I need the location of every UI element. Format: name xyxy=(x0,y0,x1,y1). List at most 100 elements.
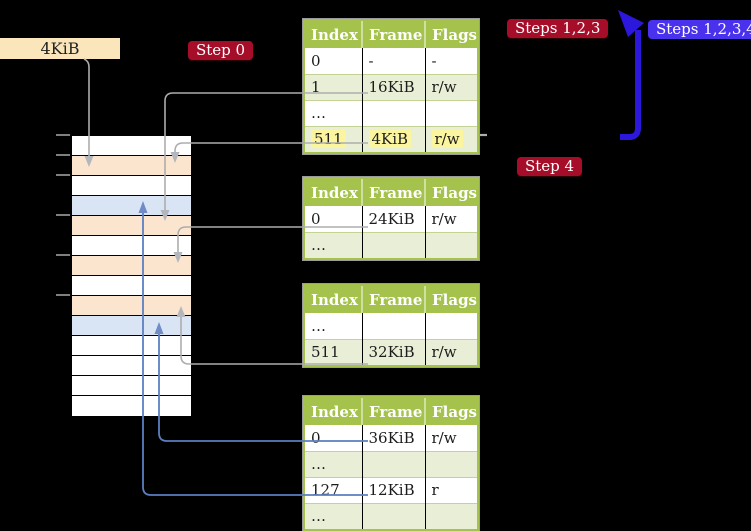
table-cell: … xyxy=(305,231,362,258)
table-cell: 12KiB xyxy=(361,476,425,503)
table-cell: … xyxy=(305,99,362,126)
table-cell: 511 xyxy=(305,125,362,152)
address-tick xyxy=(56,154,70,156)
physical-memory xyxy=(71,135,192,417)
column-header: Frame xyxy=(361,21,425,48)
table-cell: 0 xyxy=(305,206,362,232)
highlighted-value: r/w xyxy=(431,130,463,149)
address-tick xyxy=(56,134,70,136)
column-header: Flags xyxy=(424,286,477,313)
memory-frame-row xyxy=(72,256,191,276)
table-row: 511 4KiB r/w xyxy=(305,125,477,152)
column-header: Index xyxy=(305,179,362,206)
memory-frame-row xyxy=(72,216,191,236)
step4-badge: Step 4 xyxy=(517,157,583,176)
table-cell xyxy=(361,231,425,258)
steps1234-badge: Steps 1,2,3,4 xyxy=(648,20,751,39)
table-cell xyxy=(361,502,425,529)
memory-frame-row xyxy=(72,276,191,296)
table-cell: … xyxy=(305,313,362,339)
steps-loop-arrow xyxy=(620,30,641,140)
table-cell: 511 xyxy=(305,338,362,365)
memory-frame-row xyxy=(72,356,191,376)
steps123-badge: Steps 1,2,3 xyxy=(507,19,609,38)
memory-frame-row xyxy=(72,376,191,396)
table-row: … xyxy=(305,313,477,339)
address-tick xyxy=(56,214,70,216)
table-cell: r/w xyxy=(424,73,477,100)
memory-frame-row xyxy=(72,396,191,416)
table-cell xyxy=(361,450,425,477)
table-cell: - xyxy=(361,48,425,74)
column-header: Index xyxy=(305,21,362,48)
address-tick xyxy=(56,294,70,296)
table-cell xyxy=(424,231,477,258)
table-cell xyxy=(361,99,425,126)
table-cell: 36KiB xyxy=(361,425,425,451)
table-cell xyxy=(361,313,425,339)
column-header: Flags xyxy=(424,21,477,48)
table-cell: … xyxy=(305,450,362,477)
column-header: Frame xyxy=(361,286,425,313)
column-header: Index xyxy=(305,398,362,425)
memory-frame-row xyxy=(72,136,191,156)
table-cell: 4KiB xyxy=(361,125,425,152)
frame-size-label: 4KiB xyxy=(0,38,120,59)
table-cell xyxy=(424,450,477,477)
table-cell: 0 xyxy=(305,48,362,74)
table-row: … xyxy=(305,231,477,258)
table-cell: 1 xyxy=(305,73,362,100)
address-tick xyxy=(56,174,70,176)
table-cell: … xyxy=(305,502,362,529)
table-cell: r/w xyxy=(424,338,477,365)
table-cell: - xyxy=(424,48,477,74)
highlighted-value: 4KiB xyxy=(368,130,412,149)
table-cell: 127 xyxy=(305,476,362,503)
arrow-up-left-icon xyxy=(618,10,644,37)
memory-frame-row xyxy=(72,196,191,216)
column-header: Index xyxy=(305,286,362,313)
table-cell: r xyxy=(424,476,477,503)
memory-frame-row xyxy=(72,336,191,356)
table-row: … xyxy=(305,502,477,529)
highlighted-value: 511 xyxy=(311,130,346,149)
memory-frame-row xyxy=(72,296,191,316)
table-cell: 32KiB xyxy=(361,338,425,365)
table-row: 0-- xyxy=(305,48,477,74)
table-cell xyxy=(424,313,477,339)
memory-frame-row xyxy=(72,176,191,196)
table-cell: 0 xyxy=(305,425,362,451)
column-header: Frame xyxy=(361,398,425,425)
column-header: Flags xyxy=(424,398,477,425)
memory-frame-row xyxy=(72,156,191,176)
table-row: … xyxy=(305,450,477,477)
memory-frame-row xyxy=(72,316,191,336)
table-cell: 24KiB xyxy=(361,206,425,232)
table-cell: 16KiB xyxy=(361,73,425,100)
table-cell: r/w xyxy=(424,425,477,451)
table-cell: r/w xyxy=(424,125,477,152)
column-header: Flags xyxy=(424,179,477,206)
table-cell xyxy=(424,502,477,529)
table-cell xyxy=(424,99,477,126)
table-cell: r/w xyxy=(424,206,477,232)
step0-badge: Step 0 xyxy=(188,41,254,60)
table-row: … xyxy=(305,99,477,126)
address-tick xyxy=(56,254,70,256)
